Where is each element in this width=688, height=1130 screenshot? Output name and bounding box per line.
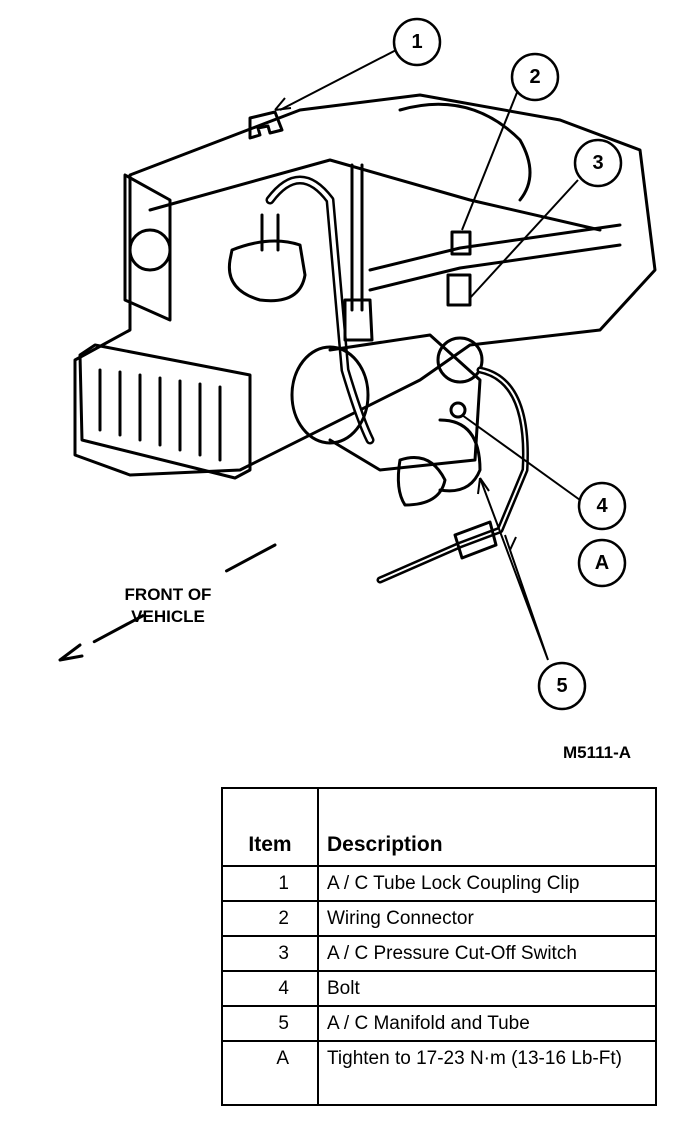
front-of-vehicle-line2: VEHICLE [131, 607, 205, 626]
item-cell: 3 [221, 935, 319, 972]
callout-3-label: 3 [592, 152, 603, 174]
callout-1-circle [392, 17, 442, 67]
figure-code: M5111-A [563, 743, 631, 762]
coupling-clip [248, 110, 284, 140]
description-cell: A / C Tube Lock Coupling Clip [317, 865, 657, 902]
item-cell: 4 [221, 970, 319, 1007]
description-cell: Wiring Connector [317, 900, 657, 937]
description-cell: A / C Manifold and Tube [317, 1005, 657, 1042]
item-cell: 5 [221, 1005, 319, 1042]
ac-manifold-illustration: 1 2 3 4 A 5 FRONT OF VEHICLE M5111-A [58, 17, 657, 762]
callout-2-label: 2 [529, 66, 540, 88]
callout-a-label: A [595, 552, 609, 574]
callout-1-label: 1 [411, 31, 422, 53]
radiator-outline [78, 343, 252, 480]
item-column-header: Item [221, 787, 319, 867]
callout-5-label: 5 [556, 675, 567, 697]
table-row: 1 A / C Tube Lock Coupling Clip [221, 865, 657, 902]
callout-5-circle [537, 661, 587, 711]
table-header-row: Item Description [221, 787, 657, 867]
table-row: 5 A / C Manifold and Tube [221, 1005, 657, 1042]
parts-table: Item Description 1 A / C Tube Lock Coupl… [221, 787, 657, 1106]
table-row: 2 Wiring Connector [221, 900, 657, 937]
callout-a-circle [577, 538, 627, 588]
compressor [290, 345, 370, 445]
engine-block-outline [73, 93, 657, 477]
accumulator [227, 239, 307, 303]
item-cell: 2 [221, 900, 319, 937]
description-cell: A / C Pressure Cut-Off Switch [317, 935, 657, 972]
table-row: 4 Bolt [221, 970, 657, 1007]
description-cell: Bolt [317, 970, 657, 1007]
table-row: A Tighten to 17-23 N·m (13-16 Lb-Ft) [221, 1040, 657, 1106]
front-arrow [58, 543, 277, 662]
table-row: 3 A / C Pressure Cut-Off Switch [221, 935, 657, 972]
callout-4-label: 4 [596, 495, 608, 517]
description-column-header: Description [317, 787, 657, 867]
callout-2-circle [510, 52, 560, 102]
callout-4-circle [577, 481, 627, 531]
callout-3-circle [573, 138, 623, 188]
description-cell: Tighten to 17-23 N·m (13-16 Lb-Ft) [317, 1040, 657, 1106]
item-cell: A [221, 1040, 319, 1106]
item-cell: 1 [221, 865, 319, 902]
front-of-vehicle-line1: FRONT OF [125, 585, 212, 604]
